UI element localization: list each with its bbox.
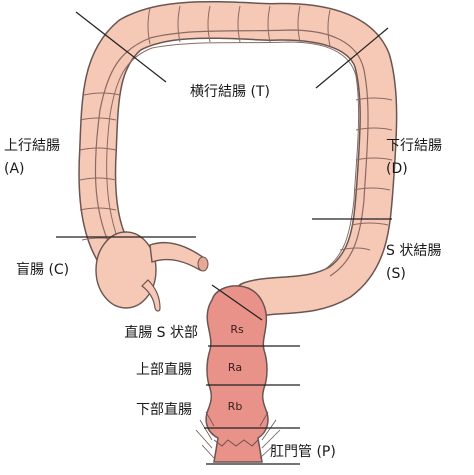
segment-rs: Rs (230, 323, 244, 336)
label-rectosigmoid: 直腸 S 状部 (124, 324, 198, 341)
label-lower-rectum: 下部直腸 (136, 401, 192, 418)
taenia-line (94, 29, 369, 277)
sphincter-fibers (195, 411, 281, 459)
colon-body (78, 0, 398, 319)
colon-fill (79, 2, 396, 318)
boundary-lines (56, 11, 392, 465)
label-sigmoid-code: (S) (386, 266, 406, 282)
appendix (141, 279, 161, 312)
boundary-hepatic-flexure (75, 11, 167, 83)
ileum-opening (197, 256, 209, 272)
cecum (95, 231, 209, 312)
ileum (149, 241, 205, 272)
label-sigmoid-name: S 状結腸 (386, 243, 441, 259)
label-descending-name: 下行結腸 (386, 138, 442, 154)
boundary-sigmoid-rectum (211, 284, 263, 321)
label-descending-code: (D) (386, 161, 408, 177)
label-ascending-code: (A) (4, 161, 25, 177)
label-anal-canal: 肛門管 (P) (270, 444, 336, 460)
segment-rb: Rb (228, 400, 243, 413)
rectum (195, 285, 281, 463)
haustra-marks (79, 5, 393, 251)
label-transverse: 横行結腸 (T) (190, 84, 270, 100)
taenia-line (106, 41, 360, 271)
boundary-splenic-flexure (315, 27, 389, 89)
label-cecum: 盲腸 (C) (16, 261, 69, 278)
label-upper-rectum: 上部直腸 (136, 361, 192, 378)
segment-ra: Ra (228, 361, 242, 374)
anal-canal-edge (213, 439, 259, 447)
label-ascending-name: 上行結腸 (4, 138, 60, 154)
rectum-body (205, 285, 269, 463)
